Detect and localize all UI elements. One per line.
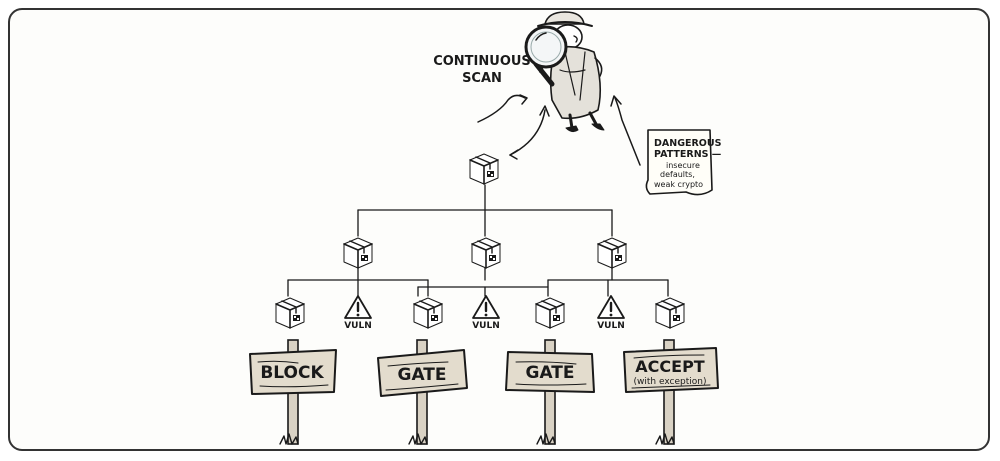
- warning-icon: [471, 294, 501, 320]
- sign-label: BLOCK: [260, 363, 324, 383]
- arrow-scan-to-detective: [477, 94, 526, 123]
- scan-label-line2: SCAN: [462, 71, 502, 86]
- signpost-accept: ACCEPT (with exception): [623, 339, 719, 445]
- package-icon: [597, 237, 627, 269]
- package-icon: [535, 297, 565, 329]
- arrow-note-to-detective: [614, 97, 641, 166]
- package-icon: [655, 297, 685, 329]
- warning-icon: [343, 294, 373, 320]
- note-title-line2: PATTERNS —: [654, 149, 721, 160]
- signpost-gate: GATE: [377, 339, 468, 445]
- dangerous-patterns-note: DANGEROUS PATTERNS — insecure defaults, …: [645, 129, 722, 196]
- signpost-block: BLOCK: [249, 339, 337, 445]
- warning-icon: [596, 294, 626, 320]
- tree-connectors: [287, 184, 669, 297]
- diagram-frame: [8, 8, 990, 451]
- scan-label-line1: CONTINUOUS: [433, 54, 531, 69]
- note-body-line2: defaults,: [660, 170, 695, 179]
- sign-label: GATE: [398, 365, 447, 385]
- package-icon: [471, 237, 501, 269]
- vuln-label: VULN: [597, 321, 625, 331]
- sign-label: GATE: [526, 363, 575, 383]
- arrow-detective-to-root: [509, 109, 546, 156]
- root-package-icon: [469, 153, 499, 185]
- package-icon: [413, 297, 443, 329]
- sign-label: ACCEPT: [635, 357, 705, 376]
- sign-sublabel: (with exception): [634, 377, 707, 387]
- package-icon: [343, 237, 373, 269]
- detective-icon: [524, 11, 605, 133]
- note-body-line3: weak crypto: [654, 180, 703, 189]
- package-icon: [275, 297, 305, 329]
- magnifying-glass-icon: [533, 61, 555, 87]
- note-title-line1: DANGEROUS: [654, 138, 722, 149]
- signpost-gate: GATE: [505, 339, 595, 445]
- note-body-line1: insecure: [666, 161, 700, 170]
- vuln-label: VULN: [344, 321, 372, 331]
- vuln-label: VULN: [472, 321, 500, 331]
